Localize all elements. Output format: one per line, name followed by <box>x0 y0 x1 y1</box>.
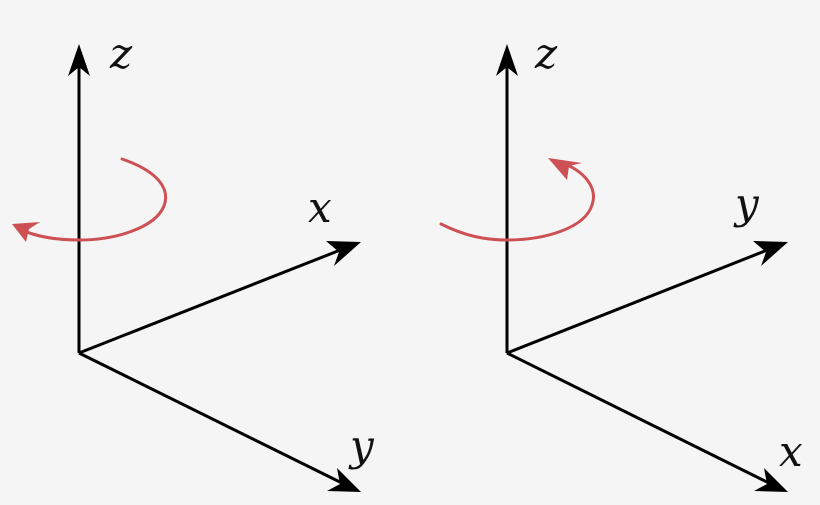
left-coordinate-frame: z x y <box>12 29 375 492</box>
z-axis <box>68 44 90 353</box>
y-axis-label: y <box>348 421 375 470</box>
y-arrowhead-icon <box>753 241 788 266</box>
rotation-arrow-icon <box>439 158 595 242</box>
x-axis-label: x <box>779 427 803 476</box>
x-arrowhead-icon <box>754 468 788 492</box>
z-arrowhead-icon <box>496 44 518 76</box>
z-arrowhead-icon <box>68 44 90 76</box>
x-arrowhead-icon <box>326 241 361 266</box>
rotation-arrow-icon <box>12 157 167 242</box>
z-axis-label: z <box>534 29 558 78</box>
x-axis-label: x <box>308 183 332 232</box>
y-axis <box>78 351 361 492</box>
x-axis <box>506 351 788 492</box>
y-axis <box>506 241 788 355</box>
z-axis-label: z <box>109 29 133 78</box>
y-axis-label: y <box>733 179 760 228</box>
right-coordinate-frame: z y x <box>439 29 803 492</box>
y-arrowhead-icon <box>327 468 361 492</box>
x-axis <box>78 241 361 355</box>
z-axis <box>496 44 518 353</box>
